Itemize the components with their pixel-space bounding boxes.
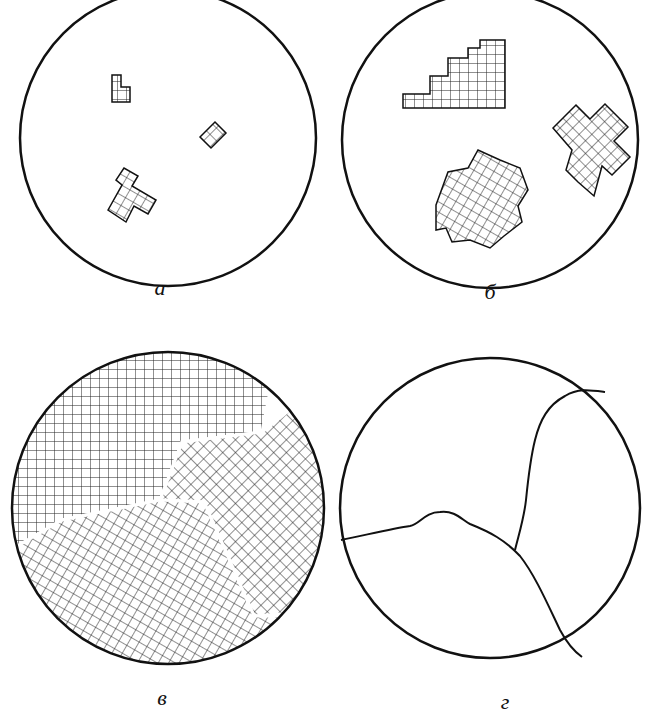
- figure-letter: б: [484, 281, 495, 303]
- stage-b-figure: [342, 0, 638, 288]
- stage-v-figure: [0, 340, 340, 680]
- stage-g-figure: [340, 358, 640, 658]
- figure-letter: г: [501, 691, 510, 713]
- figure-letter: в: [157, 687, 167, 709]
- stage-a-figure: [20, 0, 316, 286]
- figure-letter: а: [155, 277, 166, 299]
